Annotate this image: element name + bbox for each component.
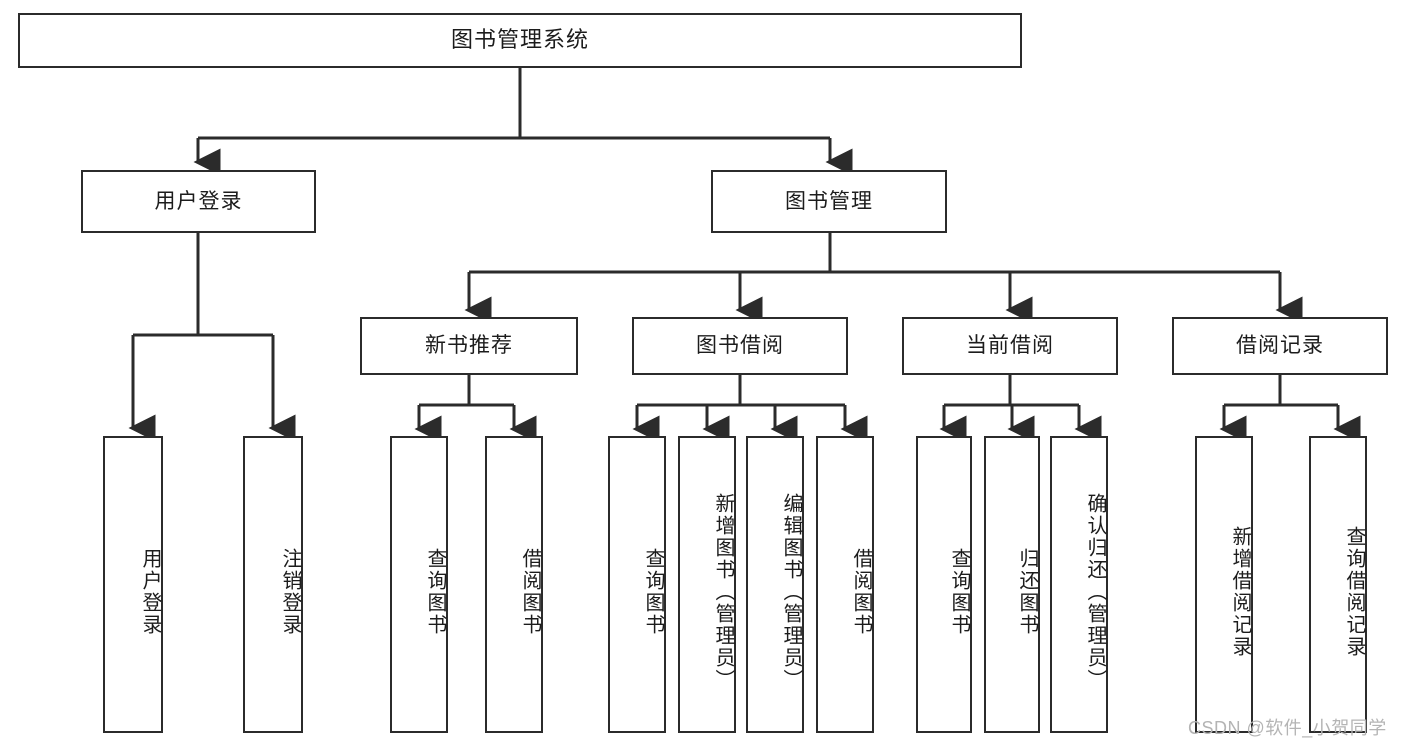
leaf-label: 编辑图书（管理员）: [780, 492, 802, 691]
leaf-user-login-signin[interactable]: 用户登录: [103, 436, 163, 733]
leaf-label: 新增借阅记录: [1229, 525, 1251, 658]
leaf-label: 用户登录: [139, 547, 161, 636]
leaf-book-borrow-borrow[interactable]: 借阅图书: [816, 436, 874, 733]
leaf-label: 查询图书: [424, 547, 446, 636]
node-user-login[interactable]: 用户登录: [81, 170, 316, 233]
node-current-borrow[interactable]: 当前借阅: [902, 317, 1118, 375]
leaf-user-login-signout[interactable]: 注销登录: [243, 436, 303, 733]
node-book-management-label: 图书管理: [785, 189, 873, 213]
leaf-label: 确认归还（管理员）: [1084, 492, 1106, 691]
node-current-borrow-label: 当前借阅: [966, 334, 1054, 358]
leaf-new-book-query[interactable]: 查询图书: [390, 436, 448, 733]
leaf-current-borrow-query[interactable]: 查询图书: [916, 436, 972, 733]
leaf-label: 新增图书（管理员）: [712, 492, 734, 691]
leaf-book-borrow-query[interactable]: 查询图书: [608, 436, 666, 733]
node-new-book-recommend-label: 新书推荐: [425, 334, 513, 358]
csdn-watermark: CSDN @软件_小贺同学: [1188, 718, 1387, 738]
leaf-label: 借阅图书: [519, 547, 541, 636]
node-user-login-label: 用户登录: [154, 189, 243, 213]
leaf-label: 查询图书: [642, 547, 664, 636]
leaf-current-borrow-return[interactable]: 归还图书: [984, 436, 1040, 733]
node-new-book-recommend[interactable]: 新书推荐: [360, 317, 578, 375]
leaf-label: 注销登录: [279, 547, 301, 636]
node-borrow-record[interactable]: 借阅记录: [1172, 317, 1388, 375]
leaf-current-borrow-confirm[interactable]: 确认归还（管理员）: [1050, 436, 1108, 733]
leaf-book-borrow-edit[interactable]: 编辑图书（管理员）: [746, 436, 804, 733]
leaf-label: 查询图书: [948, 547, 970, 636]
node-root-label: 图书管理系统: [450, 27, 589, 53]
node-book-borrow[interactable]: 图书借阅: [632, 317, 848, 375]
node-borrow-record-label: 借阅记录: [1236, 334, 1324, 358]
leaf-borrow-record-query[interactable]: 查询借阅记录: [1309, 436, 1367, 733]
leaf-label: 查询借阅记录: [1343, 525, 1365, 658]
node-root[interactable]: 图书管理系统: [18, 13, 1022, 68]
leaf-new-book-borrow[interactable]: 借阅图书: [485, 436, 543, 733]
leaf-book-borrow-add[interactable]: 新增图书（管理员）: [678, 436, 736, 733]
node-book-borrow-label: 图书借阅: [696, 334, 784, 358]
node-book-management[interactable]: 图书管理: [711, 170, 947, 233]
leaf-label: 借阅图书: [850, 547, 872, 636]
leaf-borrow-record-add[interactable]: 新增借阅记录: [1195, 436, 1253, 733]
leaf-label: 归还图书: [1016, 547, 1038, 636]
